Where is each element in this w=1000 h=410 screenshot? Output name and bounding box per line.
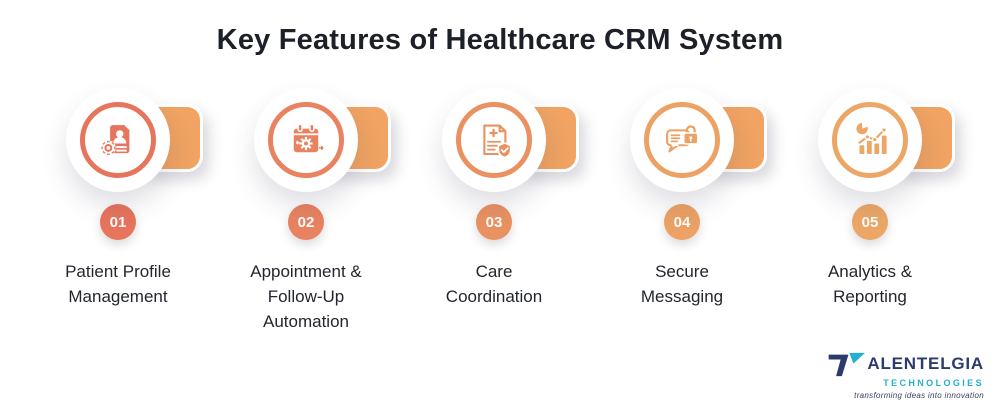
- feature-graphic: [630, 88, 767, 192]
- feature-item-appointment-automation: 02 Appointment & Follow-Up Automation: [212, 88, 400, 335]
- page-title: Key Features of Healthcare CRM System: [216, 24, 784, 56]
- care-coordination-icon: [483, 124, 512, 159]
- talentelgia-t-mark-icon: [829, 352, 866, 377]
- accent-ring: [832, 102, 908, 178]
- logo-wordmark: ALENTELGIA: [827, 351, 984, 377]
- feature-circle: [818, 88, 922, 192]
- logo-tagline: transforming ideas into innovation: [854, 391, 984, 400]
- feature-label: Appointment & Follow-Up Automation: [250, 262, 362, 331]
- patient-profile-icon: [100, 124, 130, 156]
- feature-circle: [630, 88, 734, 192]
- feature-label: Patient Profile Management: [65, 262, 171, 306]
- feature-label: Analytics & Reporting: [827, 262, 913, 306]
- feature-item-analytics-reporting: 05 Analytics & Reporting: [776, 88, 964, 335]
- feature-graphic: [254, 88, 391, 192]
- feature-circle: [442, 88, 546, 192]
- appointment-calendar-icon: [293, 123, 324, 153]
- feature-circle: [254, 88, 358, 192]
- accent-ring: [268, 102, 344, 178]
- accent-ring: [80, 102, 156, 178]
- feature-circle: [66, 88, 170, 192]
- feature-graphic: [818, 88, 955, 192]
- features-row: 01 Patient Profile Management: [24, 88, 964, 335]
- logo-name-text: ALENTELGIA: [867, 353, 984, 373]
- step-number-badge: 04: [664, 204, 700, 240]
- feature-label: Secure Messaging: [640, 262, 724, 306]
- step-number-badge: 01: [100, 204, 136, 240]
- company-logo: ALENTELGIA TECHNOLOGIES transforming ide…: [827, 351, 984, 400]
- step-number-badge: 03: [476, 204, 512, 240]
- feature-graphic: [442, 88, 579, 192]
- feature-item-care-coordination: 03 Care Coordination: [400, 88, 588, 335]
- secure-messaging-icon: [666, 125, 699, 153]
- feature-item-secure-messaging: 04 Secure Messaging: [588, 88, 776, 335]
- step-number-badge: 05: [852, 204, 888, 240]
- logo-subtitle: TECHNOLOGIES: [883, 378, 984, 388]
- feature-graphic: [66, 88, 203, 192]
- accent-ring: [456, 102, 532, 178]
- feature-label: Care Coordination: [445, 262, 543, 306]
- feature-item-patient-profile: 01 Patient Profile Management: [24, 88, 212, 335]
- accent-ring: [644, 102, 720, 178]
- step-number-badge: 02: [288, 204, 324, 240]
- analytics-reporting-icon: [856, 122, 887, 154]
